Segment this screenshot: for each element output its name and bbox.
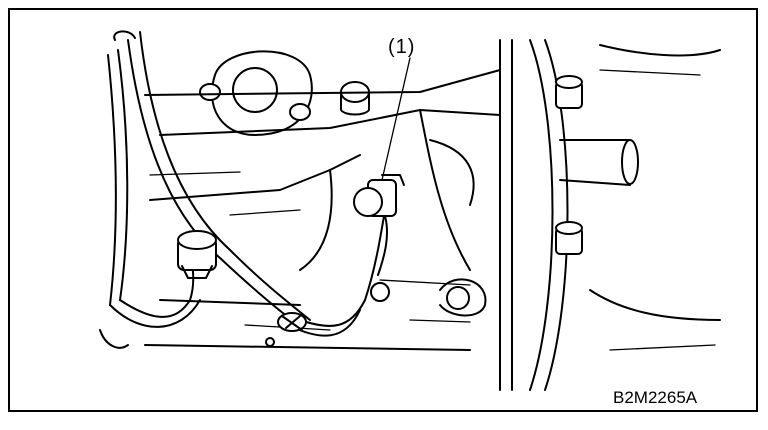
wire-harness — [107, 30, 386, 337]
sensor-1 — [353, 174, 405, 276]
engine-block — [99, 39, 513, 391]
callout-leader — [381, 57, 411, 181]
flange-bolts — [529, 39, 721, 391]
wire-clip — [277, 312, 307, 332]
callout-label-1: (1) — [388, 36, 416, 58]
left-connector — [177, 230, 217, 279]
figure-code: B2M2265A — [613, 388, 698, 407]
